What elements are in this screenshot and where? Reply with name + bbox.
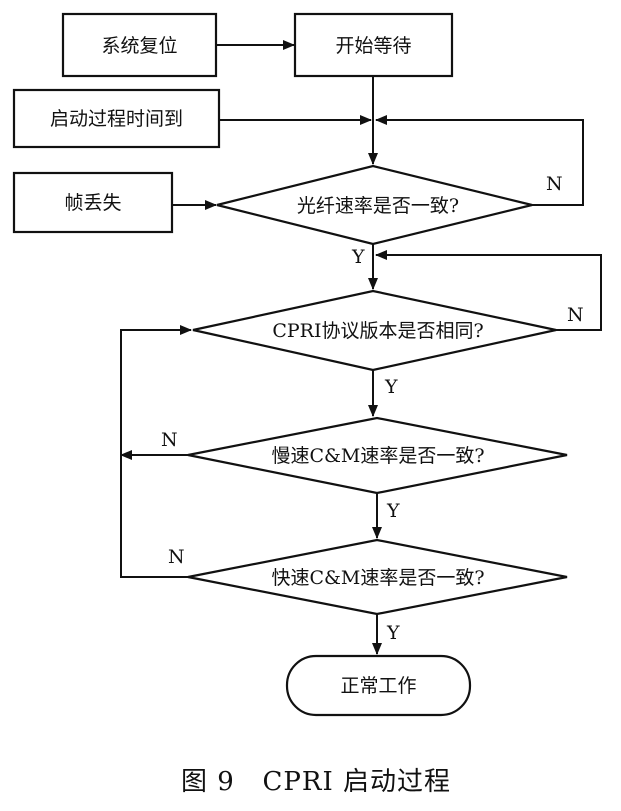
fiber-rate-question: 光纤速率是否一致? bbox=[297, 195, 459, 217]
label-fiber-yes: Y bbox=[351, 246, 365, 268]
system-reset-label: 系统复位 bbox=[101, 35, 177, 57]
decision-fiber-rate: 光纤速率是否一致? bbox=[216, 164, 533, 246]
start-wait-label: 开始等待 bbox=[335, 35, 411, 57]
decision-cpri-version: CPRI协议版本是否相同? bbox=[192, 289, 557, 372]
label-fiber-no: N bbox=[546, 173, 563, 195]
loop-cpri-no bbox=[375, 250, 602, 331]
startup-timeout-label: 启动过程时间到 bbox=[50, 108, 183, 130]
frame-loss-label: 帧丢失 bbox=[64, 192, 121, 214]
normal-operation-label: 正常工作 bbox=[340, 675, 416, 697]
label-slow-no: N bbox=[161, 429, 178, 451]
box-startup-timeout: 启动过程时间到 bbox=[12, 88, 221, 149]
decision-fast-cm: 快速C&M速率是否一致? bbox=[187, 538, 568, 616]
label-slow-yes: Y bbox=[386, 500, 400, 522]
box-system-reset: 系统复位 bbox=[61, 12, 218, 78]
box-start-wait: 开始等待 bbox=[293, 12, 454, 78]
decision-slow-cm: 慢速C&M速率是否一致? bbox=[187, 416, 568, 495]
label-fast-no: N bbox=[168, 546, 185, 568]
figure-caption: 图 9 CPRI 启动过程 bbox=[181, 767, 451, 797]
cpri-version-question: CPRI协议版本是否相同? bbox=[272, 320, 483, 342]
label-cpri-no: N bbox=[567, 304, 584, 326]
label-fast-yes: Y bbox=[386, 622, 400, 644]
label-cpri-yes: Y bbox=[384, 376, 398, 398]
terminal-normal-operation: 正常工作 bbox=[285, 654, 472, 717]
slow-cm-question: 慢速C&M速率是否一致? bbox=[271, 445, 484, 467]
loop-fast-no bbox=[120, 325, 192, 578]
fast-cm-question: 快速C&M速率是否一致? bbox=[271, 567, 484, 589]
box-frame-loss: 帧丢失 bbox=[12, 171, 174, 234]
loop-fiber-no bbox=[375, 115, 584, 206]
